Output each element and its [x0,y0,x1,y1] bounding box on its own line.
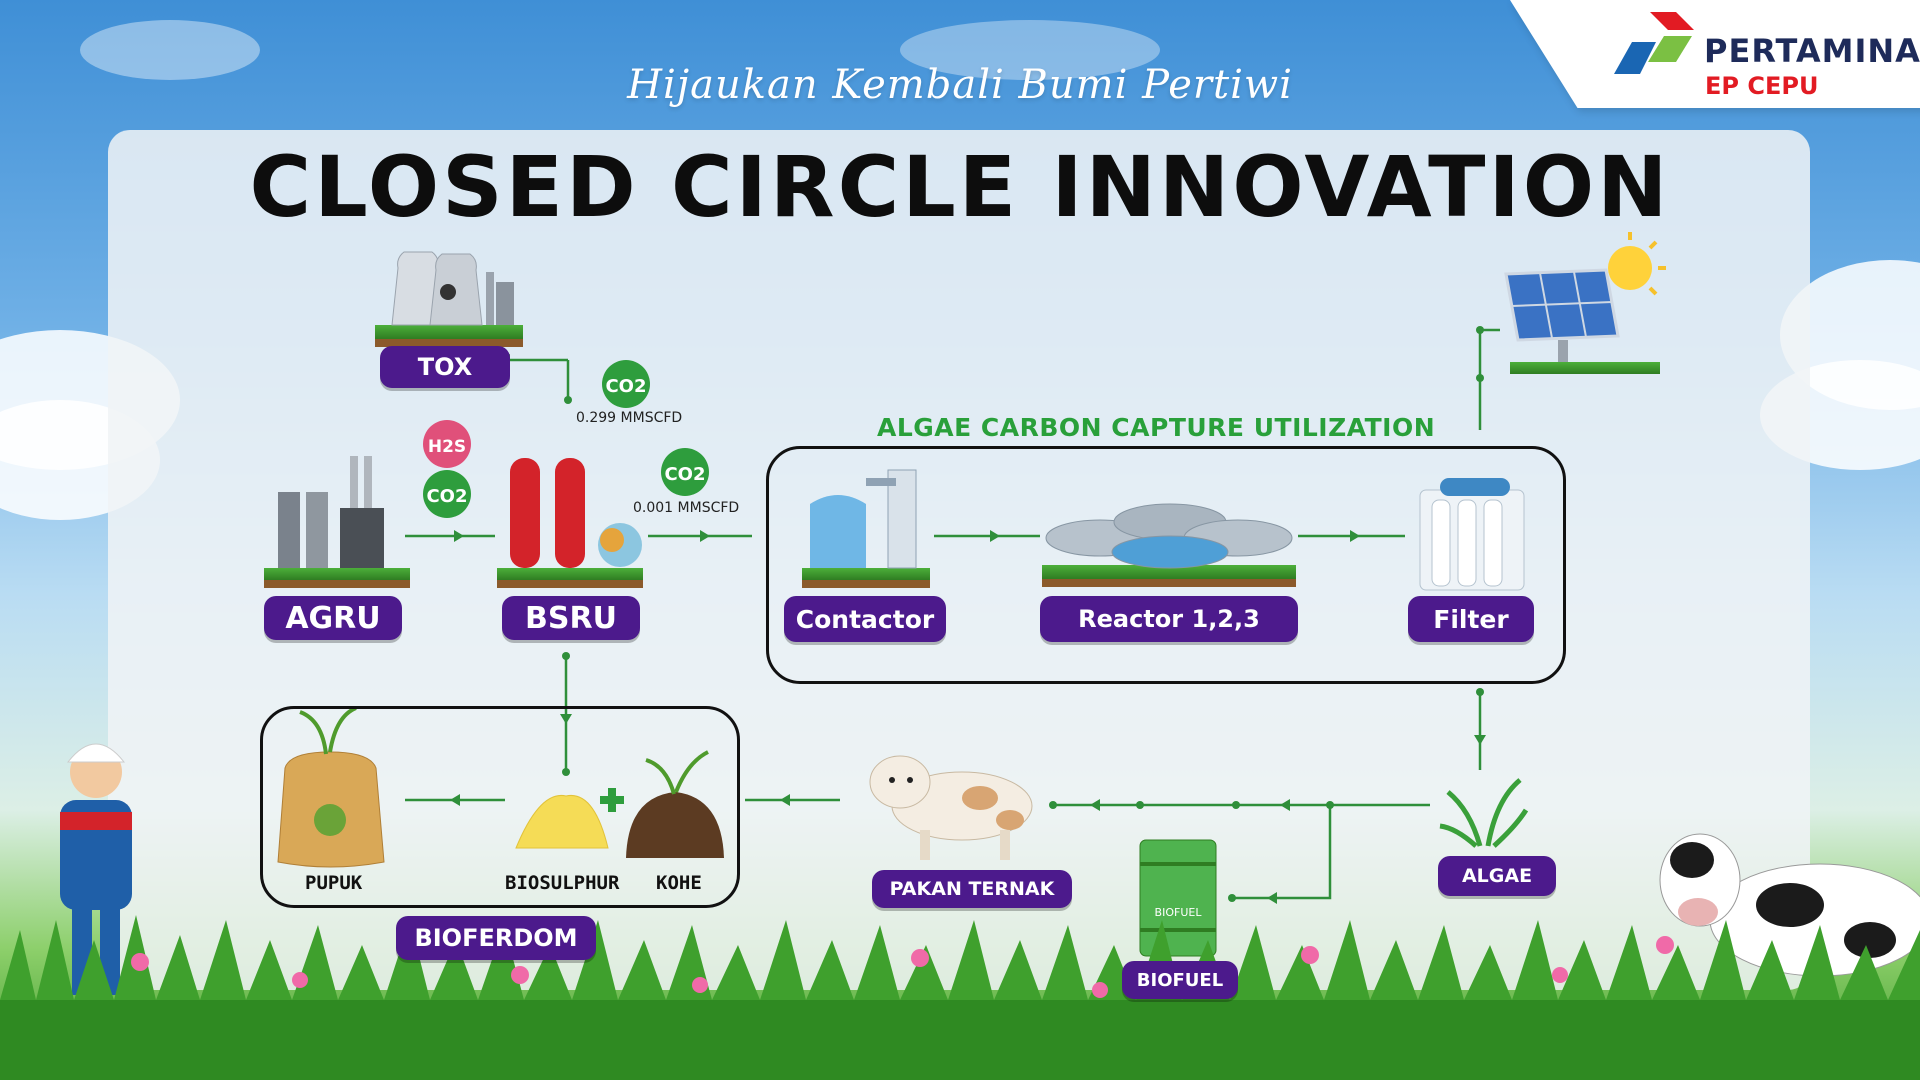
co2-bubble-icon: CO2 [602,360,650,408]
co2-bubble-icon: CO2 [661,448,709,496]
svg-text:CO2: CO2 [426,486,467,507]
sun-icon [1608,232,1666,296]
node-agru: AGRU [264,596,402,640]
item-label-pupuk: PUPUK [305,872,363,894]
svg-text:BIOFUEL: BIOFUEL [1155,906,1203,919]
node-biofuel: BIOFUEL [1122,961,1238,999]
connector-algae-biofuel [1232,805,1332,900]
nuclear-plant-icon [375,251,523,347]
logo-brand: PERTAMINA [1704,32,1920,70]
svg-text:H2S: H2S [428,437,466,457]
node-reactor: Reactor 1,2,3 [1040,596,1298,642]
cow-icon [869,755,1033,860]
plus-icon [600,788,624,812]
node-bsru: BSRU [502,596,640,640]
node-tox: TOX [380,346,510,388]
h2s-bubble-icon: H2S [423,420,471,468]
water-filter-icon [1419,478,1525,591]
page-title: CLOSED CIRCLE INNOVATION [249,138,1671,236]
factory-icon [264,456,410,588]
node-pakan-ternak: PAKAN TERNAK [872,870,1072,908]
flow-rate-contactor: 0.001 MMSCFD [633,500,740,516]
grass-icon [0,915,1920,1080]
pond-reactor-icon [1042,503,1296,587]
cloud [80,20,260,80]
node-bioferdom: BIOFERDOM [396,916,596,960]
connector-dots [562,326,1484,902]
bioferdom-group-box [260,706,740,908]
fuel-drum-icon: BIOFUEL [1139,839,1217,957]
solar-panel-icon [1504,268,1660,374]
water-tank-icon [802,469,930,588]
worker-icon [60,743,132,995]
accu-group-box [766,446,1566,684]
cow-icon [1659,833,1920,977]
sulphur-pile-icon [515,794,609,849]
node-algae: ALGAE [1438,856,1556,896]
cloud [900,20,1160,80]
soil-pile-icon [626,750,724,858]
co2-bubble-icon: CO2 [423,470,471,518]
section-label-accu: ALGAE CARBON CAPTURE UTILIZATION [877,413,1436,442]
red-tanks-icon [497,458,643,588]
svg-text:CO2: CO2 [664,464,705,485]
tagline: Hijaukan Kembali Bumi Pertiwi [627,62,1293,108]
node-contactor: Contactor [784,596,946,642]
item-label-kohe: KOHE [656,872,702,894]
algae-plant-icon [1439,778,1529,848]
node-filter: Filter [1408,596,1534,642]
item-label-biosulphur: BIOSULPHUR [505,872,620,894]
logo-unit: EP CEPU [1705,72,1819,100]
flower-icon [131,936,1674,998]
fertilizer-sack-icon [277,706,385,868]
svg-text:CO2: CO2 [605,376,646,397]
flow-rate-tox: 0.299 MMSCFD [576,410,683,426]
